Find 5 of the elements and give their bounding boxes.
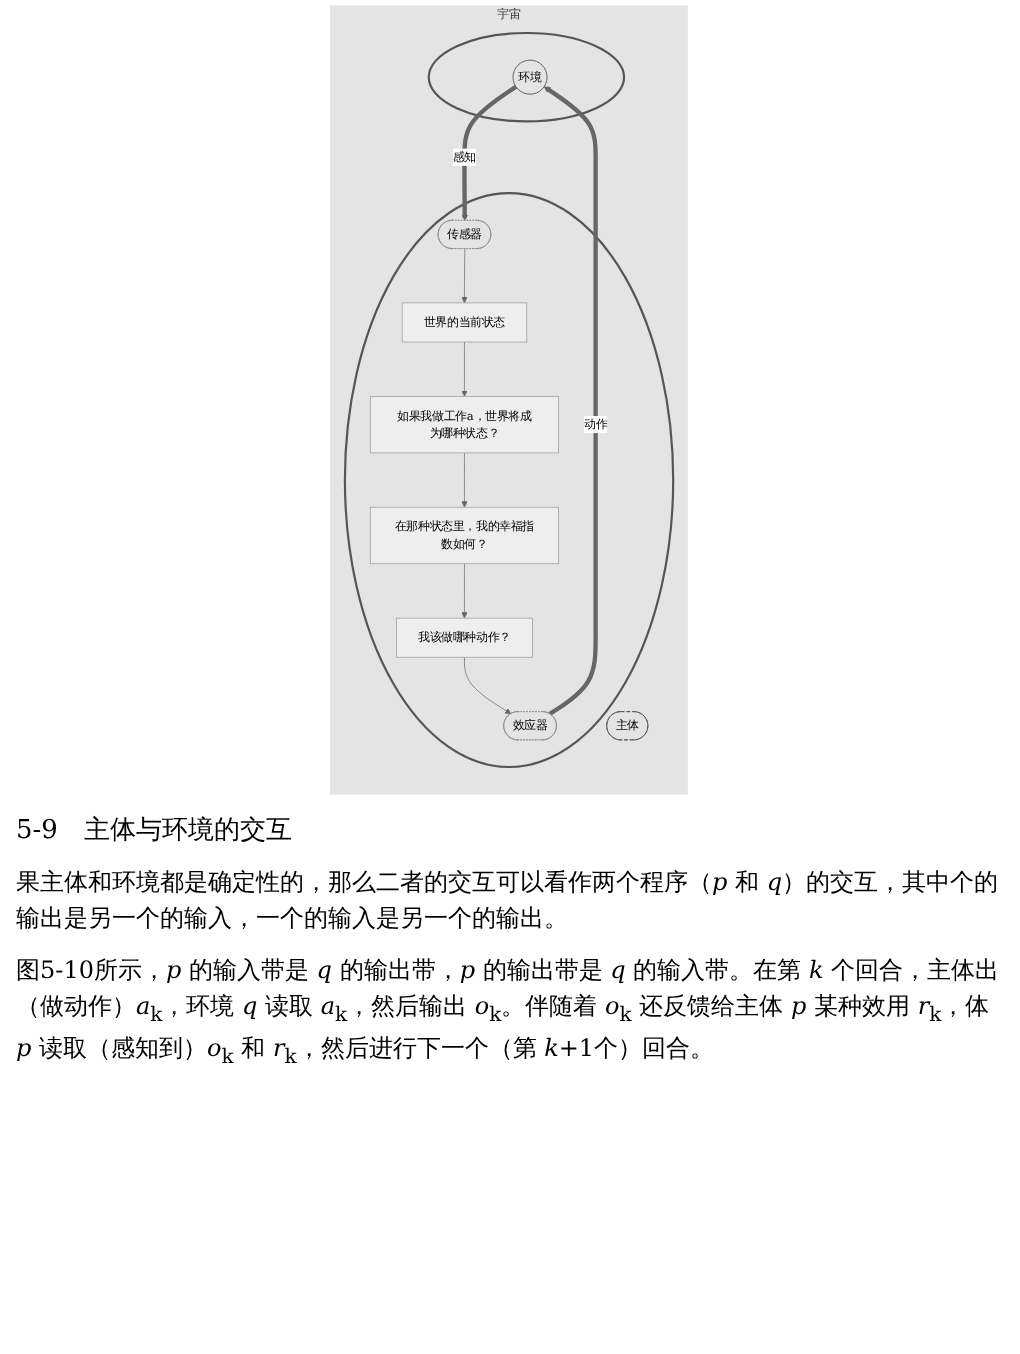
body-paragraph: 果主体和环境都是确定性的，那么二者的交互可以看作两个程序（p 和 q）的交互，其中个的输出是另一个的输入，一个的输入是另一个的输出。 [16, 866, 1001, 936]
figure-caption: 5-9 主体与环境的交互 [16, 814, 294, 848]
arrow [462, 84, 519, 221]
body-paragraph: 图5-10所示，p 的输入带是 q 的输出带，p 的输出带是 q 的输入带。在第 k 个回合，主体出（做动作）a$_{k}$，环境 q 读取 a$_{k}$，然后输出 o$_{k}$。伴随着 o$_{k}$ 还反馈给主体 p 某种效用 r$_{k}$，体 p 读取（感知到）o$_{k}$ 和 r$_{k}$，然后进行下一个（第 k+1个）回合。 [16, 954, 1002, 1074]
arrow [544, 86, 599, 716]
